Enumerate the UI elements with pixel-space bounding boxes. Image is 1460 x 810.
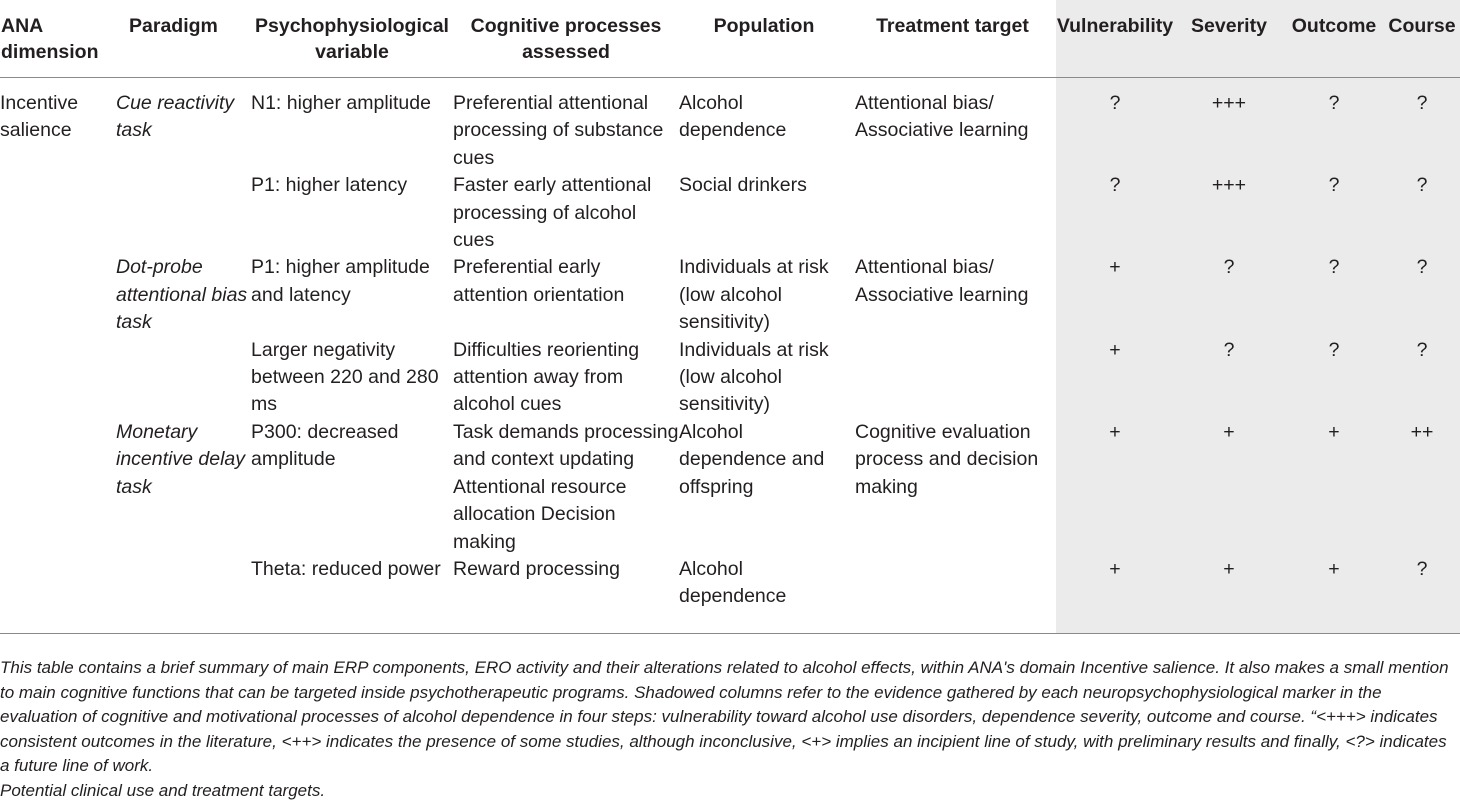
table-row: Larger negativity between 220 and 280 ms…: [0, 337, 1460, 419]
cell-target: [849, 337, 1056, 419]
shaded-evidence-columns: [1056, 0, 1460, 633]
header-outcome: Outcome: [1284, 0, 1384, 78]
footnote-main: This table contains a brief summary of m…: [0, 658, 1449, 775]
footnote-clinical: Potential clinical use and treatment tar…: [0, 780, 326, 800]
table-footnotes: This table contains a brief summary of m…: [0, 656, 1460, 803]
header-course: Course: [1384, 0, 1460, 78]
cell-population: Alcohol dependence and offspring: [679, 420, 825, 498]
cell-severity: +: [1223, 420, 1235, 443]
cell-cognitive: Preferential early attention orientation: [453, 256, 625, 306]
cell-dimension: [0, 337, 116, 419]
cell-variable: P1: higher amplitude and latency: [251, 256, 430, 306]
header-treatment-target: Treatment target: [849, 0, 1056, 78]
table-row: Theta: reduced power Reward processing A…: [0, 556, 1460, 611]
header-severity: Severity: [1174, 0, 1284, 78]
cell-outcome: +: [1328, 420, 1340, 443]
cell-dimension: Incentive salience: [0, 92, 79, 142]
header-row: ANA dimension Paradigm Psychophysiologic…: [0, 0, 1460, 78]
cell-severity: ?: [1223, 338, 1235, 361]
cell-outcome: ?: [1328, 338, 1340, 361]
cell-course: ?: [1416, 338, 1428, 361]
table-bottom-rule: [0, 633, 1460, 634]
ana-table: ANA dimension Paradigm Psychophysiologic…: [0, 0, 1460, 611]
cell-target: Attentional bias/ Associative learning: [855, 256, 1029, 306]
cell-outcome: ?: [1328, 256, 1340, 279]
cell-population: Alcohol dependence: [679, 557, 787, 608]
cell-severity: +++: [1211, 92, 1247, 114]
cell-dimension: [0, 172, 116, 254]
table-row: Monetary incentive delay task P300: decr…: [0, 419, 1460, 556]
cell-course: ++: [1410, 420, 1434, 443]
cell-course: ?: [1416, 557, 1428, 580]
cell-cognitive: Preferential attentional processing of s…: [453, 92, 664, 169]
table-row: P1: higher latency Faster early attentio…: [0, 172, 1460, 254]
cell-severity: ?: [1223, 256, 1235, 279]
cell-variable: P1: higher latency: [251, 174, 408, 197]
cell-dimension: [0, 254, 116, 336]
cell-cognitive: Difficulties reorienting attention away …: [453, 338, 640, 416]
cell-population: Individuals at risk (low alcohol sensiti…: [679, 338, 829, 416]
cell-target: Cognitive evaluation process and decisio…: [855, 420, 1039, 498]
cell-paradigm: Monetary incentive delay task: [116, 420, 245, 498]
table-row: Incentive salience Cue reactivity task N…: [0, 78, 1460, 173]
cell-dimension: [0, 419, 116, 556]
cell-variable: Larger negativity between 220 and 280 ms: [251, 338, 439, 416]
cell-target: Attentional bias/ Associative learning: [855, 92, 1029, 142]
cell-outcome: +: [1328, 557, 1340, 580]
cell-severity: +: [1223, 557, 1235, 580]
cell-outcome: ?: [1328, 174, 1340, 197]
cell-course: ?: [1416, 92, 1428, 114]
header-population: Population: [679, 0, 849, 78]
cell-cognitive: Task demands processing and context upda…: [453, 420, 679, 553]
cell-course: ?: [1416, 174, 1428, 197]
header-cognitive-processes: Cognitive processes assessed: [453, 0, 679, 78]
table-row: Dot-probe attentional bias task P1: high…: [0, 254, 1460, 336]
cell-paradigm: [116, 556, 251, 611]
cell-paradigm: [116, 337, 251, 419]
header-paradigm: Paradigm: [116, 0, 251, 78]
cell-population: Social drinkers: [679, 174, 807, 197]
cell-target: [849, 556, 1056, 611]
cell-dimension: [0, 556, 116, 611]
cell-vulnerability: ?: [1109, 92, 1121, 114]
cell-variable: N1: higher amplitude: [251, 92, 431, 114]
cell-vulnerability: +: [1109, 420, 1121, 443]
cell-population: Alcohol dependence: [679, 92, 787, 142]
cell-vulnerability: ?: [1109, 174, 1121, 197]
cell-cognitive: Faster early attentional processing of a…: [453, 174, 652, 252]
header-vulnerability: Vulnerability: [1056, 0, 1174, 78]
cell-paradigm: Cue reactivity task: [116, 92, 235, 142]
cell-cognitive: Reward processing: [453, 557, 620, 580]
header-psychophysiological-variable: Psychophysiological variable: [251, 0, 453, 78]
cell-vulnerability: +: [1109, 256, 1121, 279]
header-ana-dimension: ANA dimension: [0, 0, 116, 78]
cell-paradigm: Dot-probe attentional bias task: [116, 256, 248, 334]
cell-target: [849, 172, 1056, 254]
cell-outcome: ?: [1328, 92, 1340, 114]
cell-vulnerability: +: [1109, 557, 1121, 580]
cell-population: Individuals at risk (low alcohol sensiti…: [679, 256, 829, 334]
cell-variable: Theta: reduced power: [251, 557, 441, 580]
cell-variable: P300: decreased amplitude: [251, 420, 399, 471]
cell-severity: +++: [1211, 174, 1247, 197]
cell-paradigm: [116, 172, 251, 254]
cell-course: ?: [1416, 256, 1428, 279]
cell-vulnerability: +: [1109, 338, 1121, 361]
